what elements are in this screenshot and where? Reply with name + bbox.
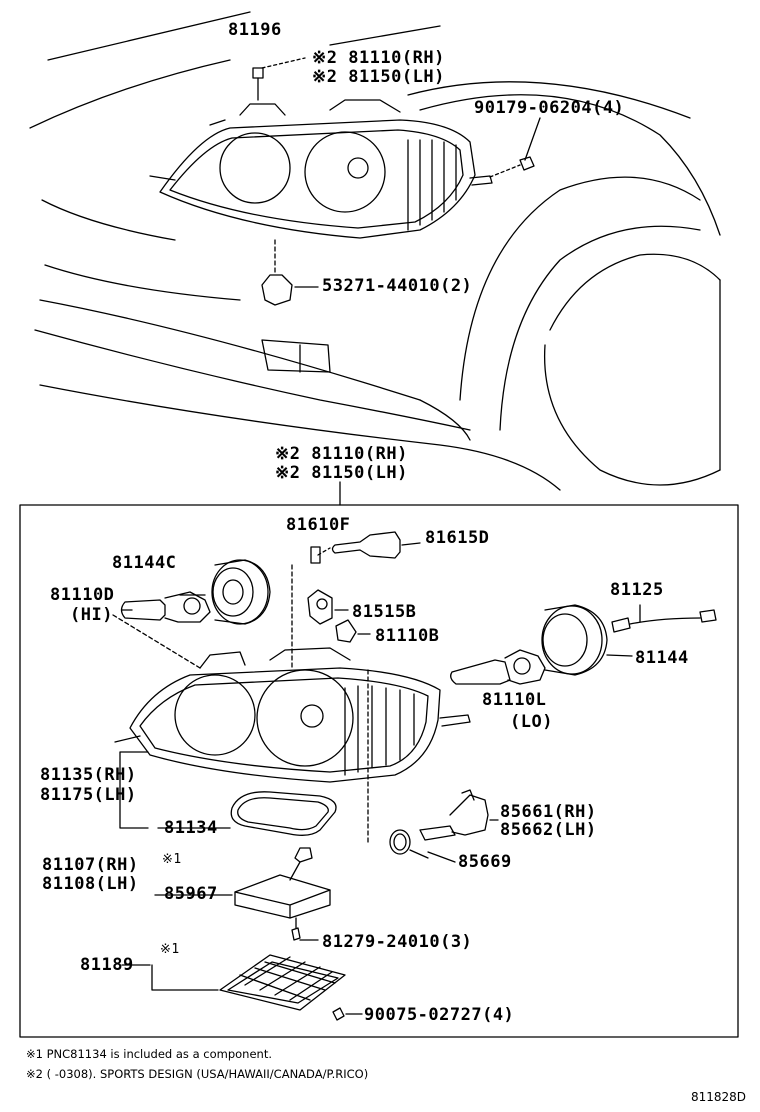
- callout-81279: 81279-24010(3): [322, 932, 473, 952]
- callout-81144c: 81144C: [112, 553, 177, 573]
- vehicle-front-outline: [29, 11, 721, 491]
- callout-53271: 53271-44010(2): [322, 276, 473, 296]
- leader-line: [427, 851, 456, 863]
- callout-81189: 81189: [80, 955, 134, 975]
- figure-id: 811828D: [690, 1090, 746, 1104]
- callout-lo: (LO): [510, 712, 553, 732]
- callout-81110d: 81110D: [50, 585, 115, 605]
- callout-81110l: 81110L: [482, 690, 547, 710]
- headlamp-exploded: [112, 531, 717, 1021]
- detail-frame: [19, 504, 739, 1038]
- callout-81150-lh-mid: ※2 81150(LH): [275, 463, 408, 483]
- callout-85669: 85669: [458, 852, 512, 872]
- callout-81615d: 81615D: [425, 528, 490, 548]
- callout-81515b: 81515B: [352, 602, 417, 622]
- callout-81110-rh-top: ※2 81110(RH): [312, 48, 445, 68]
- callout-81134: 81134: [164, 818, 218, 838]
- callout-81107: 81107(RH): [42, 855, 139, 875]
- callout-81150-lh-top: ※2 81150(LH): [312, 67, 445, 87]
- callout-81610f: 81610F: [286, 515, 351, 535]
- callout-81135: 81135(RH): [40, 765, 137, 785]
- callout-81196: 81196: [228, 20, 282, 40]
- callout-81125: 81125: [610, 580, 664, 600]
- callout-85967: 85967: [164, 884, 218, 904]
- callout-81110-rh-mid: ※2 81110(RH): [275, 444, 408, 464]
- footnote-1: ※1 PNC81134 is included as a component.: [26, 1047, 272, 1061]
- callout-85661: 85661(RH): [500, 802, 597, 822]
- callout-81144: 81144: [635, 648, 689, 668]
- callout-hi: (HI): [70, 605, 113, 625]
- callout-85662: 85662(LH): [500, 820, 597, 840]
- marker-1a: ※1: [162, 852, 182, 867]
- callout-90075: 90075-02727(4): [364, 1005, 515, 1025]
- callout-81110b: 81110B: [375, 626, 440, 646]
- callout-81108: 81108(LH): [42, 874, 139, 894]
- footnote-2: ※2 ( -0308). SPORTS DESIGN (USA/HAWAII/C…: [26, 1067, 369, 1081]
- marker-1b: ※1: [160, 942, 180, 957]
- callout-81175: 81175(LH): [40, 785, 137, 805]
- callout-90179: 90179-06204(4): [474, 98, 625, 118]
